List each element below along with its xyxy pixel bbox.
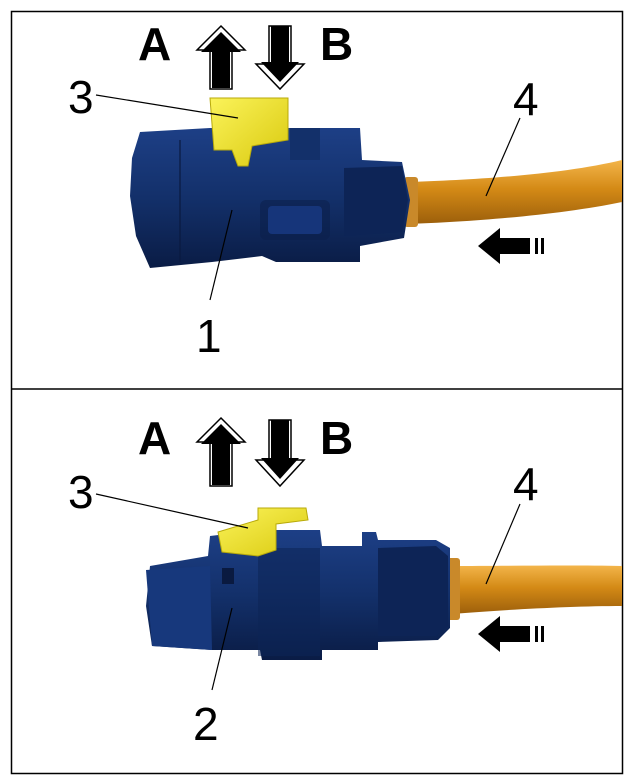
label-a: A: [138, 18, 171, 70]
leader-line: [95, 94, 239, 119]
callout-3: 3: [68, 71, 94, 123]
callout-4: 4: [513, 73, 539, 125]
bottom-latch: [217, 507, 309, 557]
callout-2: 2: [193, 698, 219, 750]
arrow-left-push-icon: [478, 616, 544, 652]
label-b: B: [320, 18, 353, 70]
leader-line: [485, 117, 521, 197]
top-cable: [408, 160, 622, 224]
callout-3: 3: [68, 466, 94, 518]
top-panel: A B 3 1 4: [68, 18, 622, 362]
arrow-up-outlined-icon: [195, 24, 247, 90]
arrow-up-outlined-icon: [195, 416, 247, 487]
bottom-cable: [452, 565, 622, 614]
bottom-connector: [146, 530, 450, 660]
leader-line: [211, 607, 233, 691]
arrow-down-outlined-icon: [254, 419, 306, 488]
label-b: B: [320, 412, 353, 464]
leader-line: [485, 503, 521, 585]
arrow-down-outlined-icon: [254, 25, 306, 91]
arrow-left-push-icon: [478, 228, 544, 264]
bottom-panel: A B 3 2 4: [68, 412, 622, 750]
top-connector: [130, 128, 410, 268]
top-latch: [209, 97, 289, 167]
leader-line: [95, 493, 249, 529]
callout-4: 4: [513, 458, 539, 510]
leader-line: [209, 209, 233, 301]
figure-border: [10, 10, 624, 775]
label-a: A: [138, 412, 171, 464]
callout-1: 1: [196, 310, 222, 362]
